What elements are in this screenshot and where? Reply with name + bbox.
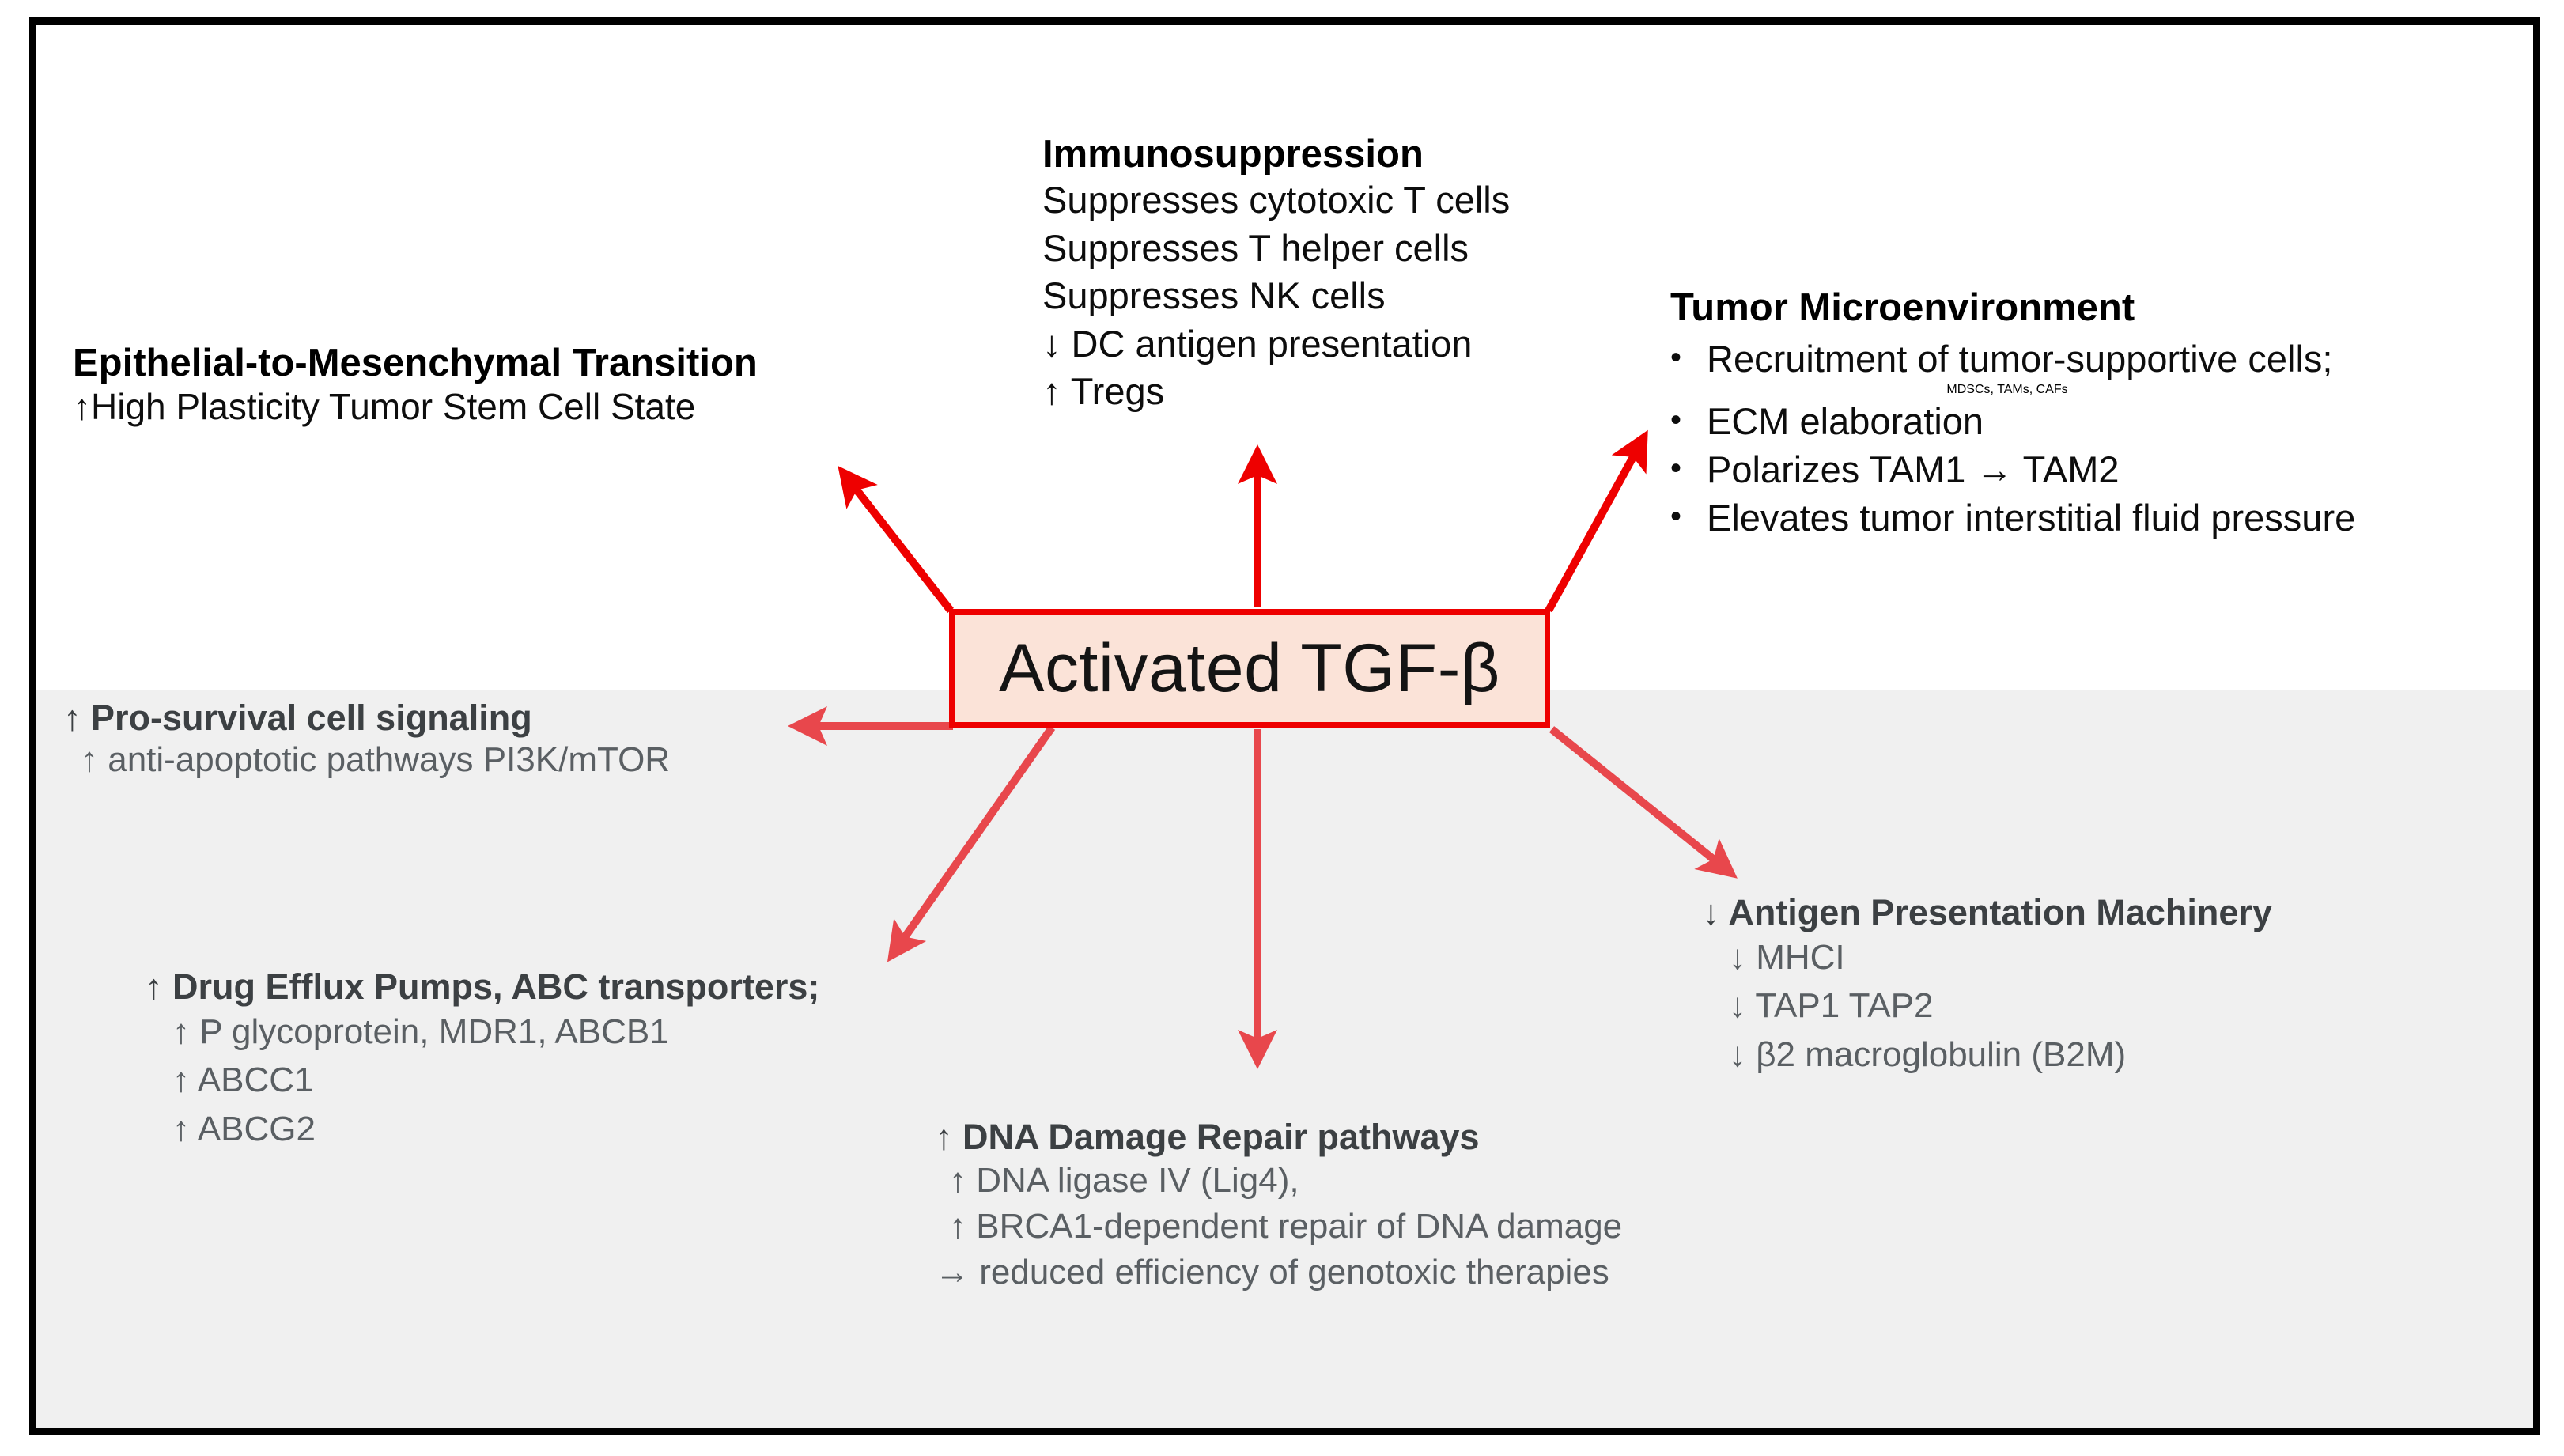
block-tumor-microenvironment-heading: Tumor Microenvironment xyxy=(1670,286,2135,329)
tme-bullet-1-continuation: MDSCs, TAMs, CAFs xyxy=(1946,382,2068,396)
block-antigen-presentation-line-2: ↓ TAP1 TAP2 xyxy=(1729,986,1934,1026)
block-antigen-presentation: ↓ Antigen Presentation Machinery ↓ MHCI … xyxy=(1702,892,2272,1080)
bullet-icon: • xyxy=(1670,402,1682,437)
block-drug-efflux-line-2: ↑ ABCC1 xyxy=(172,1061,314,1100)
block-dna-damage-repair-line-3: → reduced efficiency of genotoxic therap… xyxy=(935,1252,1609,1291)
tme-bullet-3-label: Polarizes TAM1 → TAM2 xyxy=(1707,448,2120,491)
block-immunosuppression: Immunosuppression Suppresses cytotoxic T… xyxy=(1042,133,1510,416)
tme-bullet-1: • Recruitment of tumor-supportive cells; xyxy=(1670,335,2355,383)
block-pro-survival: ↑ Pro-survival cell signaling ↑ anti-apo… xyxy=(63,698,670,781)
block-antigen-presentation-line-3: ↓ β2 macroglobulin (B2M) xyxy=(1729,1034,2127,1074)
block-dna-damage-repair: ↑ DNA Damage Repair pathways ↑ DNA ligas… xyxy=(935,1117,1622,1295)
block-immunosuppression-heading: Immunosuppression xyxy=(1042,133,1424,176)
block-tumor-microenvironment: Tumor Microenvironment • Recruitment of … xyxy=(1670,286,2355,542)
block-drug-efflux-heading: ↑ Drug Efflux Pumps, ABC transporters; xyxy=(145,966,820,1007)
block-drug-efflux-line-3: ↑ ABCG2 xyxy=(172,1109,316,1148)
block-dna-damage-repair-line-2: ↑ BRCA1-dependent repair of DNA damage xyxy=(949,1206,1623,1246)
block-dna-damage-repair-heading: ↑ DNA Damage Repair pathways xyxy=(935,1117,1480,1157)
block-antigen-presentation-line-1: ↓ MHCI xyxy=(1729,937,1845,977)
tme-bullet-2-label: ECM elaboration xyxy=(1707,399,1984,442)
block-drug-efflux-line-1: ↑ P glycoprotein, MDR1, ABCB1 xyxy=(172,1012,669,1051)
tme-bullet-2: • ECM elaboration xyxy=(1670,397,2355,445)
center-node-activated-tgf-beta[interactable]: Activated TGF-β xyxy=(949,609,1550,728)
tme-bullet-4: • Elevates tumor interstitial fluid pres… xyxy=(1670,494,2355,542)
lower-shaded-band xyxy=(36,690,2533,1428)
block-drug-efflux: ↑ Drug Efflux Pumps, ABC transporters; ↑… xyxy=(145,966,819,1154)
block-pro-survival-heading: ↑ Pro-survival cell signaling xyxy=(63,698,532,738)
block-emt: Epithelial-to-Mesenchymal Transition ↑Hi… xyxy=(73,342,758,429)
block-immunosuppression-line-1: Suppresses cytotoxic T cells xyxy=(1042,178,1511,221)
bullet-icon: • xyxy=(1670,339,1682,375)
block-emt-line-1: ↑High Plasticity Tumor Stem Cell State xyxy=(73,385,696,427)
tme-bullet-3: • Polarizes TAM1 → TAM2 xyxy=(1670,445,2355,494)
tme-bullet-4-label: Elevates tumor interstitial fluid pressu… xyxy=(1707,497,2356,539)
bullet-icon: • xyxy=(1670,451,1682,486)
block-antigen-presentation-heading: ↓ Antigen Presentation Machinery xyxy=(1702,892,2272,932)
block-emt-heading: Epithelial-to-Mesenchymal Transition xyxy=(73,342,758,384)
block-immunosuppression-line-3: Suppresses NK cells xyxy=(1042,274,1386,317)
block-immunosuppression-line-4: ↓ DC antigen presentation xyxy=(1042,322,1473,365)
block-immunosuppression-line-5: ↑ Tregs xyxy=(1042,370,1165,413)
block-immunosuppression-line-2: Suppresses T helper cells xyxy=(1042,226,1469,269)
center-node-label: Activated TGF-β xyxy=(999,630,1500,706)
block-dna-damage-repair-line-1: ↑ DNA ligase IV (Lig4), xyxy=(949,1160,1299,1200)
block-pro-survival-line-1: ↑ anti-apoptotic pathways PI3K/mTOR xyxy=(81,739,671,779)
tme-bullet-1-label: Recruitment of tumor-supportive cells; xyxy=(1707,337,2333,380)
bullet-icon: • xyxy=(1670,499,1682,535)
